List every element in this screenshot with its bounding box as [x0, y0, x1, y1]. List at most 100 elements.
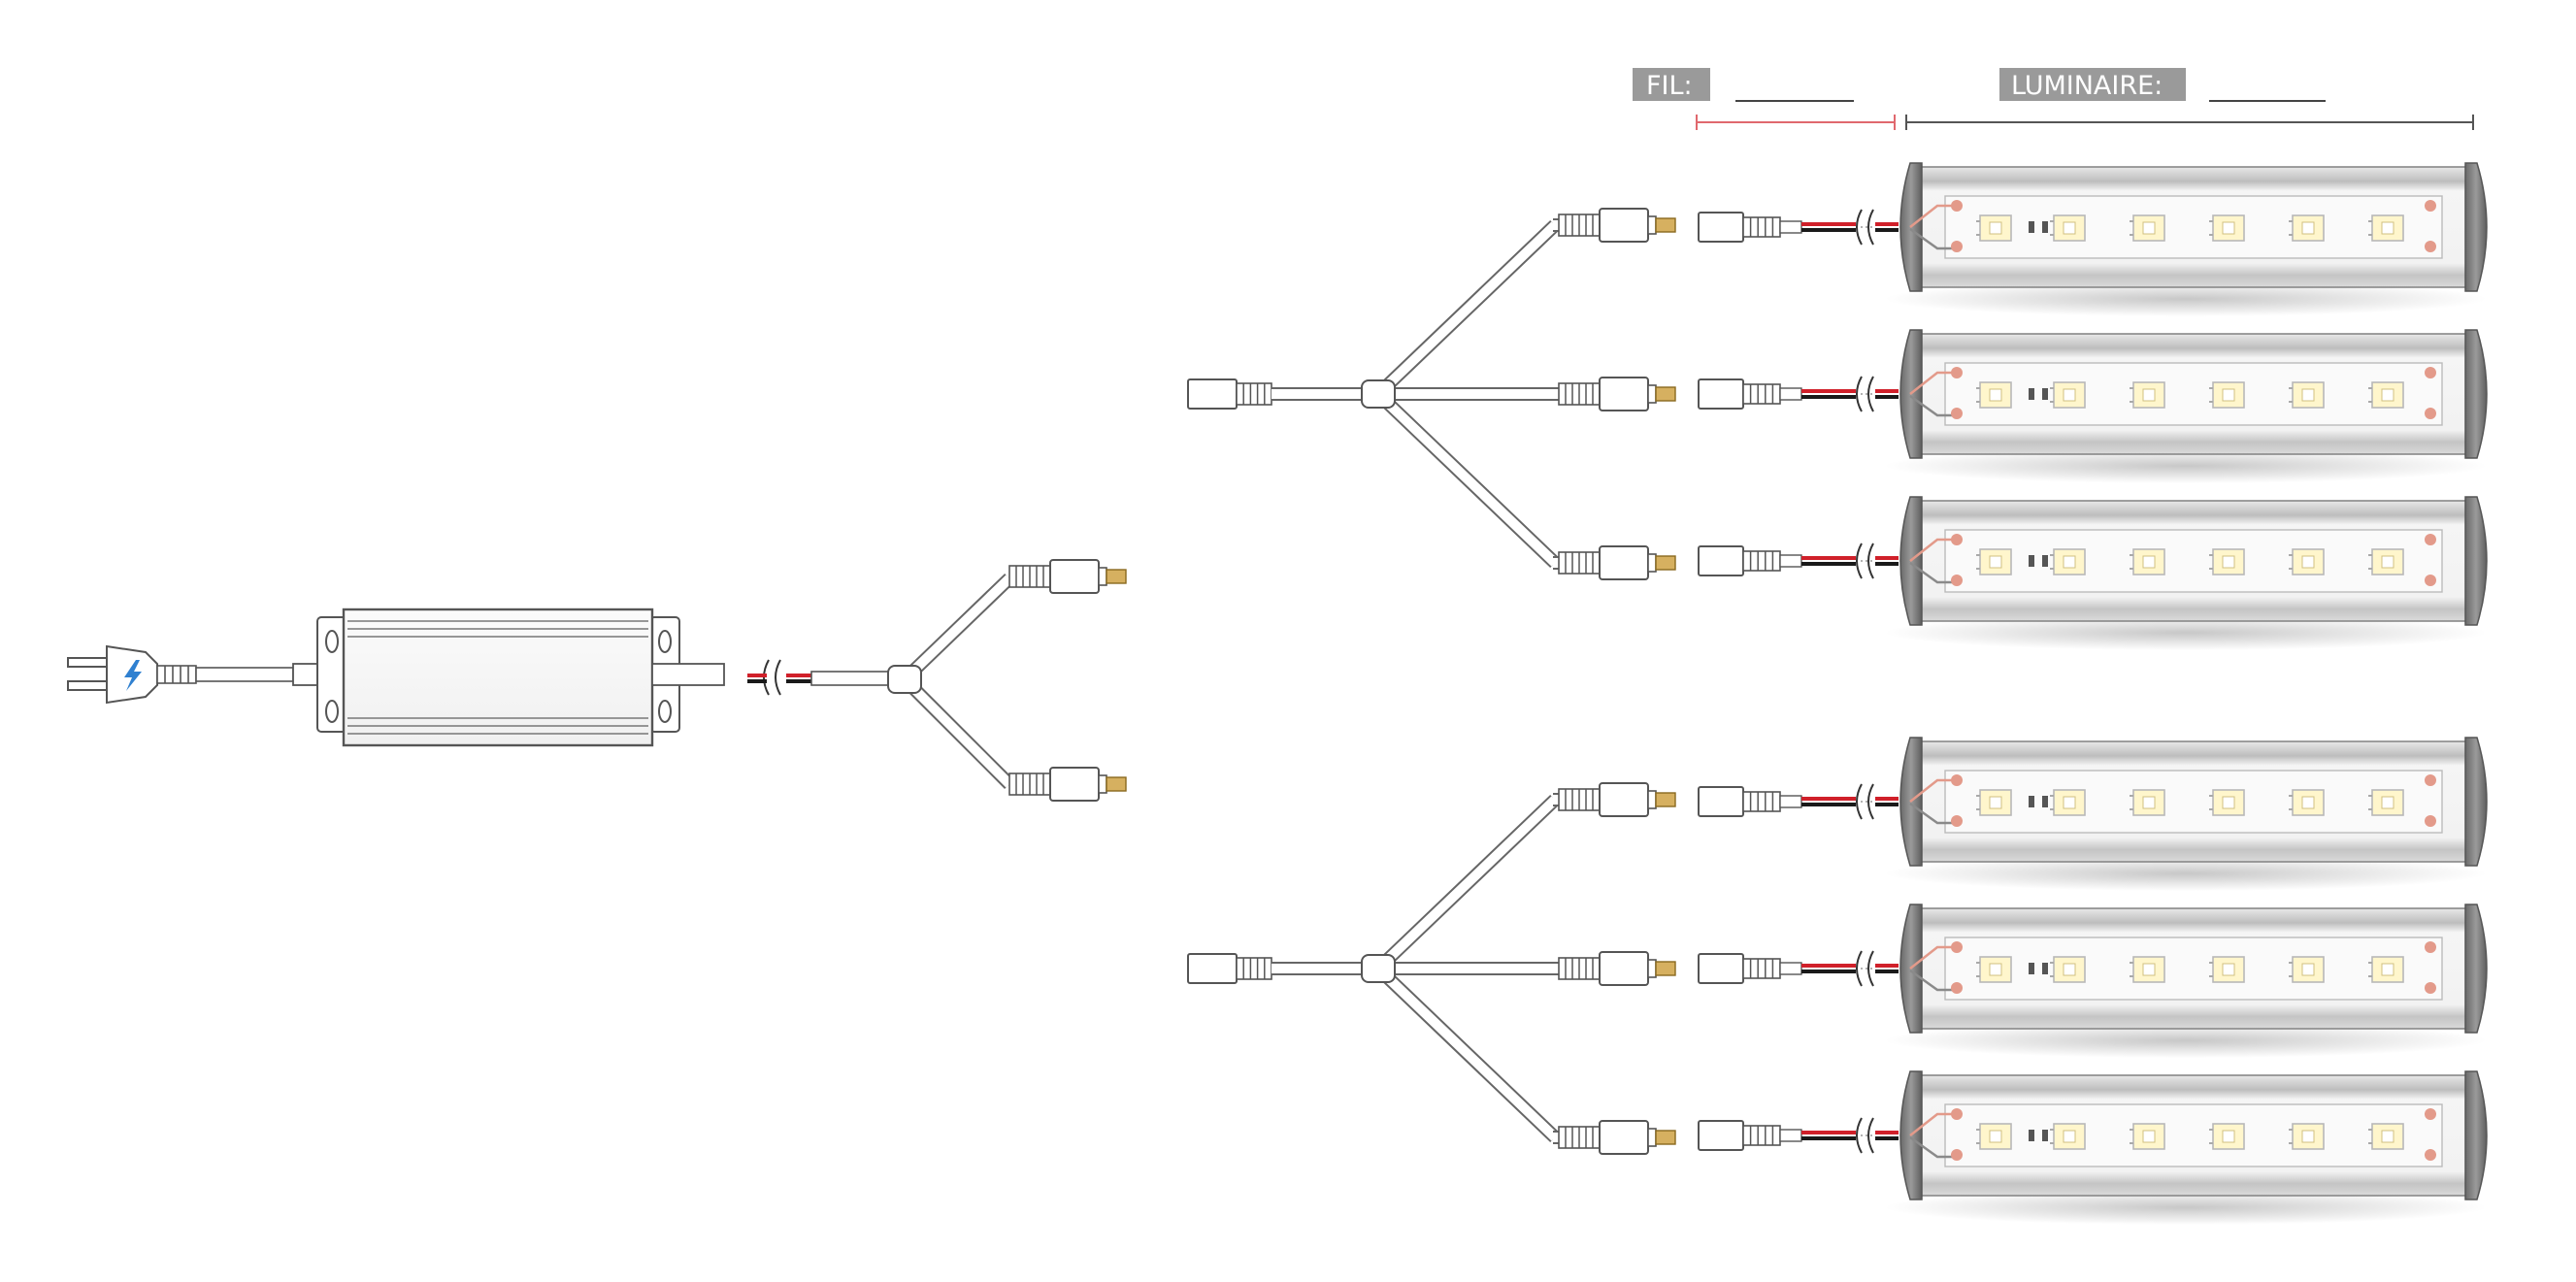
- plug-strain-relief: [156, 665, 197, 684]
- led-chip: [2289, 214, 2325, 242]
- led-chip: [2209, 214, 2245, 242]
- power-supply-assembly: [67, 608, 725, 747]
- solder-pad: [1951, 941, 1963, 953]
- connector-pin: [1655, 961, 1676, 976]
- led-chip: [1976, 381, 2012, 409]
- led-chip: [2209, 1123, 2245, 1150]
- led-chip: [2368, 381, 2404, 409]
- dc-male-connector: [1558, 951, 1676, 986]
- led-chip: [2050, 1123, 2086, 1150]
- internal-wire-red: [1909, 945, 1953, 970]
- led-chip: [2289, 381, 2325, 409]
- led-strip: [1944, 937, 2443, 1001]
- resistor: [2042, 796, 2048, 807]
- luminaire-label-box: [1999, 68, 2186, 101]
- connector-pin: [1655, 792, 1676, 807]
- dc-female-connector: [1187, 378, 1272, 410]
- solder-pad: [2425, 1108, 2436, 1120]
- three-way-splitter: [1187, 782, 1676, 1155]
- three-way-splitters: [1187, 208, 1676, 1155]
- dc-male-connector: [1558, 545, 1676, 580]
- solder-pad: [1951, 367, 1963, 378]
- led-chip: [2368, 789, 2404, 816]
- dc-female-connector: [1698, 1120, 1744, 1151]
- internal-wire-black: [1909, 802, 1953, 825]
- luminaire-shadow: [1885, 281, 2487, 316]
- connector-pin: [1655, 555, 1676, 571]
- internal-wire-black: [1909, 561, 1953, 584]
- end-cap-right: [2464, 329, 2488, 459]
- led-chip: [2050, 956, 2086, 983]
- solder-pad: [1951, 1149, 1963, 1161]
- luminaire-row: [1698, 329, 2488, 483]
- led-chip: [1976, 1123, 2012, 1150]
- connector-pin: [1655, 217, 1676, 233]
- led-chip: [2289, 789, 2325, 816]
- dc-female-connector: [1698, 953, 1744, 984]
- led-chip: [2130, 214, 2165, 242]
- internal-wire-black: [1909, 227, 1953, 250]
- led-strip: [1944, 529, 2443, 593]
- internal-wire-red: [1909, 371, 1953, 395]
- led-chip: [2050, 214, 2086, 242]
- internal-wire-red: [1909, 204, 1953, 228]
- solder-pad: [2425, 241, 2436, 252]
- led-chip: [2368, 548, 2404, 575]
- solder-pad: [2425, 367, 2436, 378]
- dc-female-connector: [1698, 378, 1744, 410]
- luminaire-label: LUMINAIRE:: [2011, 71, 2163, 101]
- resistor: [2042, 221, 2048, 233]
- solder-pad: [1951, 408, 1963, 419]
- led-luminaire: [1899, 162, 2488, 292]
- luminaire-rows: [1698, 162, 2488, 1225]
- led-luminaire: [1899, 496, 2488, 626]
- internal-wire-black: [1909, 1135, 1953, 1159]
- luminaire-row: [1698, 737, 2488, 891]
- dc-female-connector: [1698, 212, 1744, 243]
- led-chip: [2130, 789, 2165, 816]
- led-chip: [2130, 956, 2165, 983]
- solder-pad: [2425, 408, 2436, 419]
- end-cap-right: [2464, 737, 2488, 867]
- led-luminaire: [1899, 904, 2488, 1034]
- led-chip: [2209, 789, 2245, 816]
- solder-pad: [1951, 1108, 1963, 1120]
- two-way-splitter: [887, 559, 1127, 802]
- solder-pad: [2425, 575, 2436, 586]
- led-chip: [2209, 956, 2245, 983]
- led-chip: [2289, 1123, 2325, 1150]
- solder-pad: [1951, 534, 1963, 545]
- luminaire-row: [1698, 1070, 2488, 1225]
- main-output-cable: [747, 659, 896, 696]
- ac-input-cable: [195, 667, 294, 682]
- solder-pad: [1951, 575, 1963, 586]
- dc-female-connector: [1698, 545, 1744, 576]
- solder-pad: [2425, 200, 2436, 212]
- luminaire-row: [1698, 162, 2488, 316]
- luminaire-shadow: [1885, 856, 2487, 891]
- led-chip: [1976, 214, 2012, 242]
- cable-break-symbol: [1856, 542, 1874, 579]
- driver-ribs: [347, 620, 648, 735]
- end-cap-right: [2464, 904, 2488, 1034]
- cable-break-symbol: [1856, 783, 1874, 820]
- resistor: [2042, 555, 2048, 567]
- resistor: [2029, 221, 2034, 233]
- dc-male-connector: [1558, 1120, 1676, 1155]
- dc-male-connector: [1558, 208, 1676, 243]
- three-way-splitter: [1187, 208, 1676, 580]
- connector-pin: [1655, 386, 1676, 402]
- led-luminaire: [1899, 737, 2488, 867]
- led-strip: [1944, 195, 2443, 259]
- solder-pad: [1951, 241, 1963, 252]
- led-strip: [1944, 362, 2443, 426]
- end-cap-right: [2464, 1070, 2488, 1200]
- led-chip: [2368, 214, 2404, 242]
- internal-wire-black: [1909, 394, 1953, 417]
- luminaire-row: [1698, 904, 2488, 1058]
- splitter-hub: [1361, 379, 1396, 409]
- led-chip: [2050, 381, 2086, 409]
- dc-male-connector: [1008, 559, 1127, 594]
- led-chip: [2130, 548, 2165, 575]
